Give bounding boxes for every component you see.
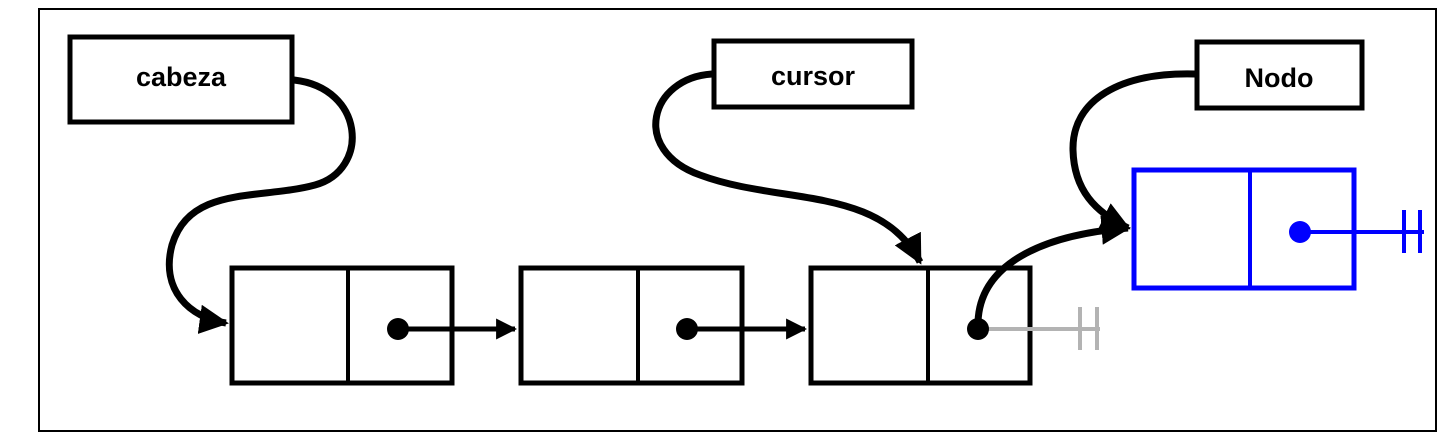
- list-node-3-box: [808, 265, 1033, 386]
- list-node-1-box: [229, 265, 455, 386]
- new-node-pointer-arrow: [1069, 70, 1196, 232]
- list-node-1: [229, 265, 455, 386]
- cursor-pointer-arrow: [652, 70, 924, 265]
- list-node-2: [518, 265, 745, 386]
- node-3-to-new-node-arrow: [974, 215, 1131, 323]
- list-node-2-box: [518, 265, 745, 386]
- new-node: [1131, 167, 1424, 291]
- old-null-terminator: [978, 307, 1100, 350]
- head-pointer-box: [67, 34, 295, 125]
- new-node-pointer-text: Nodo: [1245, 63, 1314, 93]
- list-node-3: [808, 265, 1033, 386]
- cursor-pointer-text: cursor: [771, 61, 856, 91]
- head-pointer-arrow: [165, 76, 356, 334]
- new-node-box: [1131, 167, 1357, 291]
- new-node-pointer-box: [1194, 39, 1365, 111]
- cursor-pointer-label: cursor: [711, 38, 915, 110]
- head-pointer-label: cabeza: [67, 34, 295, 125]
- list-node-3-pointer-dot: [967, 318, 989, 340]
- cursor-pointer-box: [711, 38, 915, 110]
- head-pointer-text: cabeza: [136, 62, 227, 92]
- new-node-pointer-label: Nodo: [1194, 39, 1365, 111]
